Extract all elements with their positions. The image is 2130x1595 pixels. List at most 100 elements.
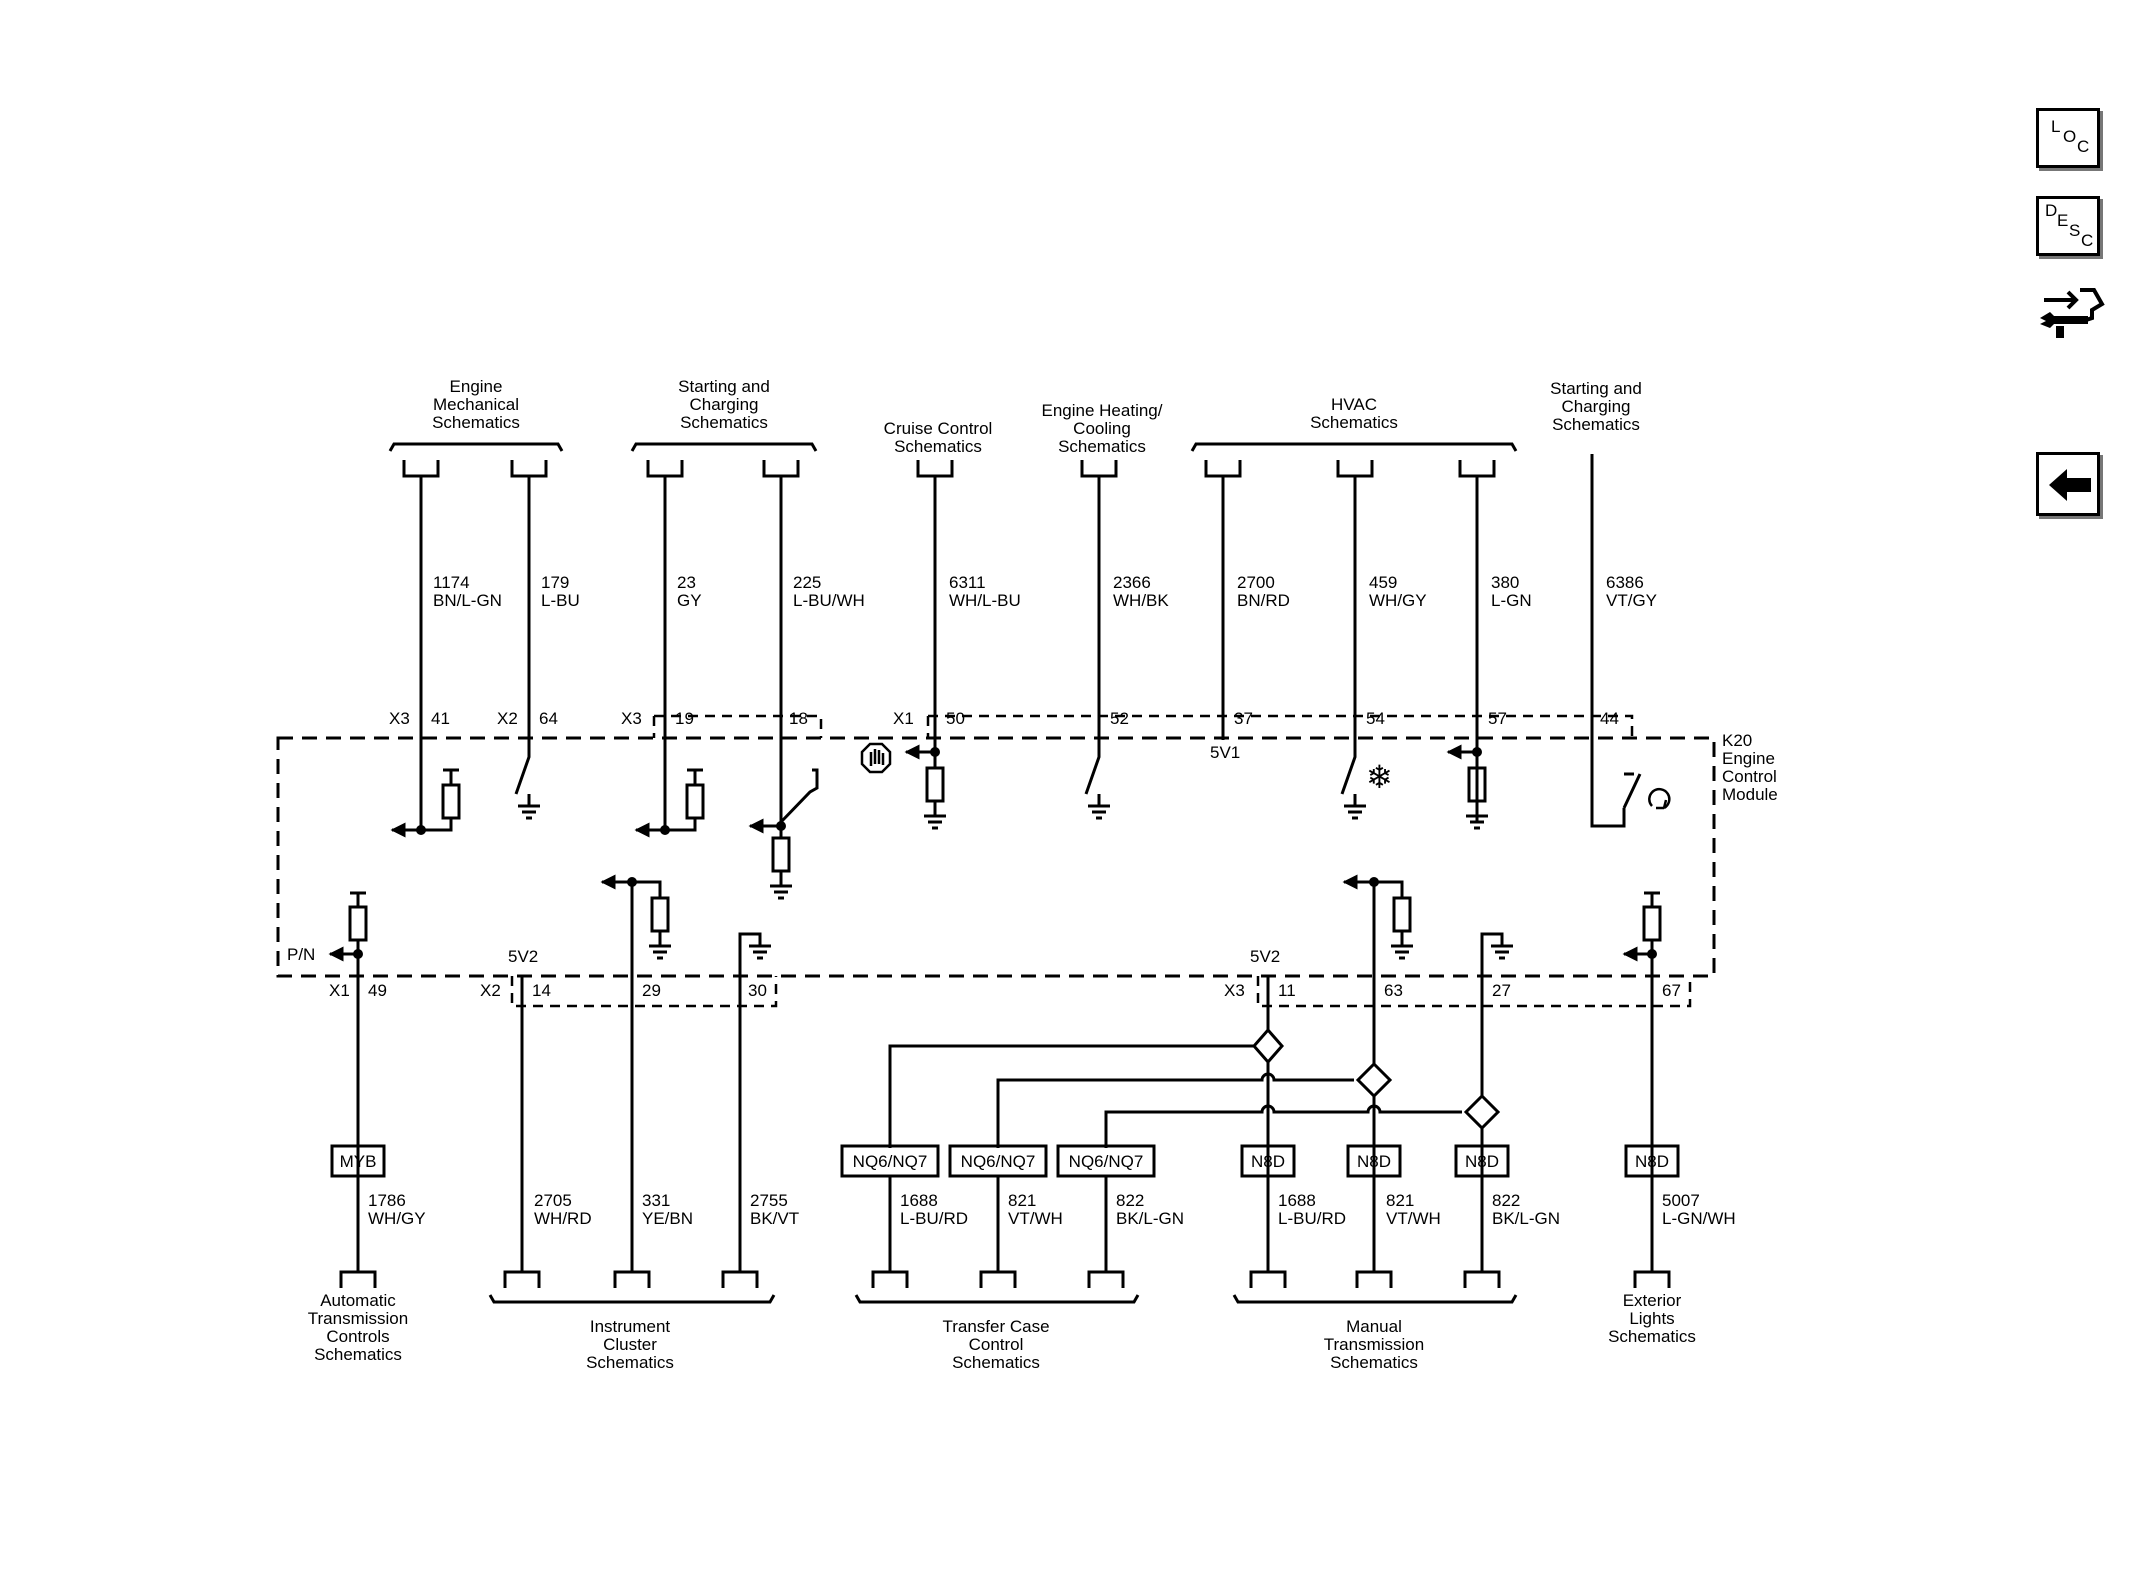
wire-label: 331: [642, 1191, 670, 1210]
top-wires: [419, 454, 1626, 830]
bracket-transfer: [854, 1294, 1140, 1304]
pn-label: P/N: [287, 945, 315, 964]
wire-label: VT/WH: [1008, 1209, 1063, 1228]
bracket-start-charge-1: [630, 442, 818, 452]
wire-label: 225: [793, 573, 821, 592]
wire-label: 822: [1492, 1191, 1520, 1210]
pin-label: 44: [1600, 709, 1619, 728]
connector-x3-bottom-outline: [1256, 976, 1692, 1008]
loc-letter: C: [2077, 137, 2090, 156]
top-pin-labels: X3 41 X2 64 X3 19 18 X1 50 52 37 54 57 4…: [389, 709, 1619, 728]
heating-label-2: Cooling: [1073, 419, 1131, 438]
ext-lights-label: Schematics: [1608, 1327, 1696, 1346]
start-charge-1-label-1: Starting and: [678, 377, 770, 396]
module-boundary: [276, 736, 1716, 978]
desc-letter: D: [2045, 201, 2058, 220]
desc-letter: E: [2057, 211, 2069, 230]
pin-label: 57: [1488, 709, 1507, 728]
connector-label: X2: [497, 709, 518, 728]
start-charge-2-label-2: Charging: [1562, 397, 1631, 416]
wire-label: 821: [1386, 1191, 1414, 1210]
auto-trans-label: Transmission: [308, 1309, 408, 1328]
cruise-label-2: Schematics: [894, 437, 982, 456]
5v2-label: 5V2: [1250, 947, 1280, 966]
wire-label: 6386: [1606, 573, 1644, 592]
wire-label: 1786: [368, 1191, 406, 1210]
hvac-snowflake-icon: ❄: [1366, 759, 1393, 795]
option-label: N8D: [1635, 1152, 1669, 1171]
desc-letter: S: [2069, 221, 2081, 240]
5v2-label: 5V2: [508, 947, 538, 966]
wire-label: 822: [1116, 1191, 1144, 1210]
wire-label: BN/RD: [1237, 591, 1290, 610]
bracket-hvac: [1190, 442, 1518, 452]
ext-lights-label: Exterior: [1623, 1291, 1682, 1310]
wire-label: VT/GY: [1606, 591, 1657, 610]
start-charge-2-label-1: Starting and: [1550, 379, 1642, 398]
engine-mech-label-1: Engine: [450, 377, 503, 396]
option-label: N8D: [1357, 1152, 1391, 1171]
wire-label: WH/GY: [1369, 591, 1427, 610]
heating-label-3: Schematics: [1058, 437, 1146, 456]
wire-label: L-BU/RD: [900, 1209, 968, 1228]
wire-label: 1174: [433, 573, 470, 592]
option-labels: MYB NQ6/NQ7 NQ6/NQ7 NQ6/NQ7 N8D N8D N8D …: [340, 1152, 1669, 1171]
pin-label: 64: [539, 709, 558, 728]
pin-label: 41: [431, 709, 450, 728]
auto-trans-label: Schematics: [314, 1345, 402, 1364]
option-label: N8D: [1251, 1152, 1285, 1171]
loc-button[interactable]: L O C: [2036, 108, 2100, 168]
pin-label: 52: [1110, 709, 1129, 728]
pin-label: 27: [1492, 981, 1511, 1000]
desc-button[interactable]: D E S C: [2036, 196, 2100, 256]
wire-label: WH/GY: [368, 1209, 426, 1228]
bottom-pin-labels: X1 49 X2 14 29 30 X3 11 63 27 67: [329, 981, 1681, 1000]
option-label: NQ6/NQ7: [853, 1152, 928, 1171]
option-label: N8D: [1465, 1152, 1499, 1171]
wire-label: YE/BN: [642, 1209, 693, 1228]
connector-x3-top-outline: [652, 714, 823, 738]
bracket-cluster: [488, 1294, 776, 1304]
cruise-hand-icon: [860, 742, 892, 774]
connector-label: X1: [329, 981, 350, 1000]
connector-label: X1: [893, 709, 914, 728]
connector-tool-icon[interactable]: [2036, 276, 2108, 348]
connector-x2-bottom-outline: [510, 976, 778, 1008]
module-name-label: K20 Engine Control Module: [1722, 731, 1778, 804]
wire-label: WH/RD: [534, 1209, 592, 1228]
wire-label: L-BU: [541, 591, 580, 610]
bottom-wire-labels: 1786 WH/GY 2705 WH/RD 331 YE/BN 2755 BK/…: [368, 1191, 1736, 1228]
desc-letter: C: [2081, 231, 2094, 250]
connector-label: X3: [1224, 981, 1245, 1000]
wire-label: L-BU/WH: [793, 591, 865, 610]
back-button[interactable]: [2036, 452, 2100, 516]
loc-letter: L: [2051, 117, 2061, 136]
connector-label: X2: [480, 981, 501, 1000]
connector-label: X3: [621, 709, 642, 728]
wire-label: WH/L-BU: [949, 591, 1021, 610]
wire-label: 2366: [1113, 573, 1151, 592]
top-destination-labels: Engine Mechanical Schematics Starting an…: [432, 377, 1642, 456]
transfer-label: Schematics: [952, 1353, 1040, 1372]
wire-label: VT/WH: [1386, 1209, 1441, 1228]
manual-label: Schematics: [1330, 1353, 1418, 1372]
pin-label: 18: [789, 709, 808, 728]
wire-label: BK/L-GN: [1116, 1209, 1184, 1228]
wire-label: 5007: [1662, 1191, 1700, 1210]
ext-lights-label: Lights: [1629, 1309, 1674, 1328]
cluster-label: Cluster: [603, 1335, 657, 1354]
module-name-line: K20: [1722, 731, 1752, 750]
start-charge-1-label-2: Charging: [690, 395, 759, 414]
module-name-line: Engine: [1722, 749, 1775, 768]
auto-trans-label: Controls: [326, 1327, 389, 1346]
pin-label: 63: [1384, 981, 1403, 1000]
manual-label: Transmission: [1324, 1335, 1424, 1354]
pin-label: 30: [748, 981, 767, 1000]
top-wire-labels: 1174 BN/L-GN 179 L-BU 23 GY 225 L-BU/WH …: [433, 573, 1657, 610]
start-charge-1-label-3: Schematics: [680, 413, 768, 432]
hvac-label-2: Schematics: [1310, 413, 1398, 432]
wire-label: 1688: [900, 1191, 938, 1210]
transfer-label: Control: [969, 1335, 1024, 1354]
option-label: NQ6/NQ7: [961, 1152, 1036, 1171]
internal-labels: 5V1 P/N 5V2 5V2: [287, 743, 1280, 966]
